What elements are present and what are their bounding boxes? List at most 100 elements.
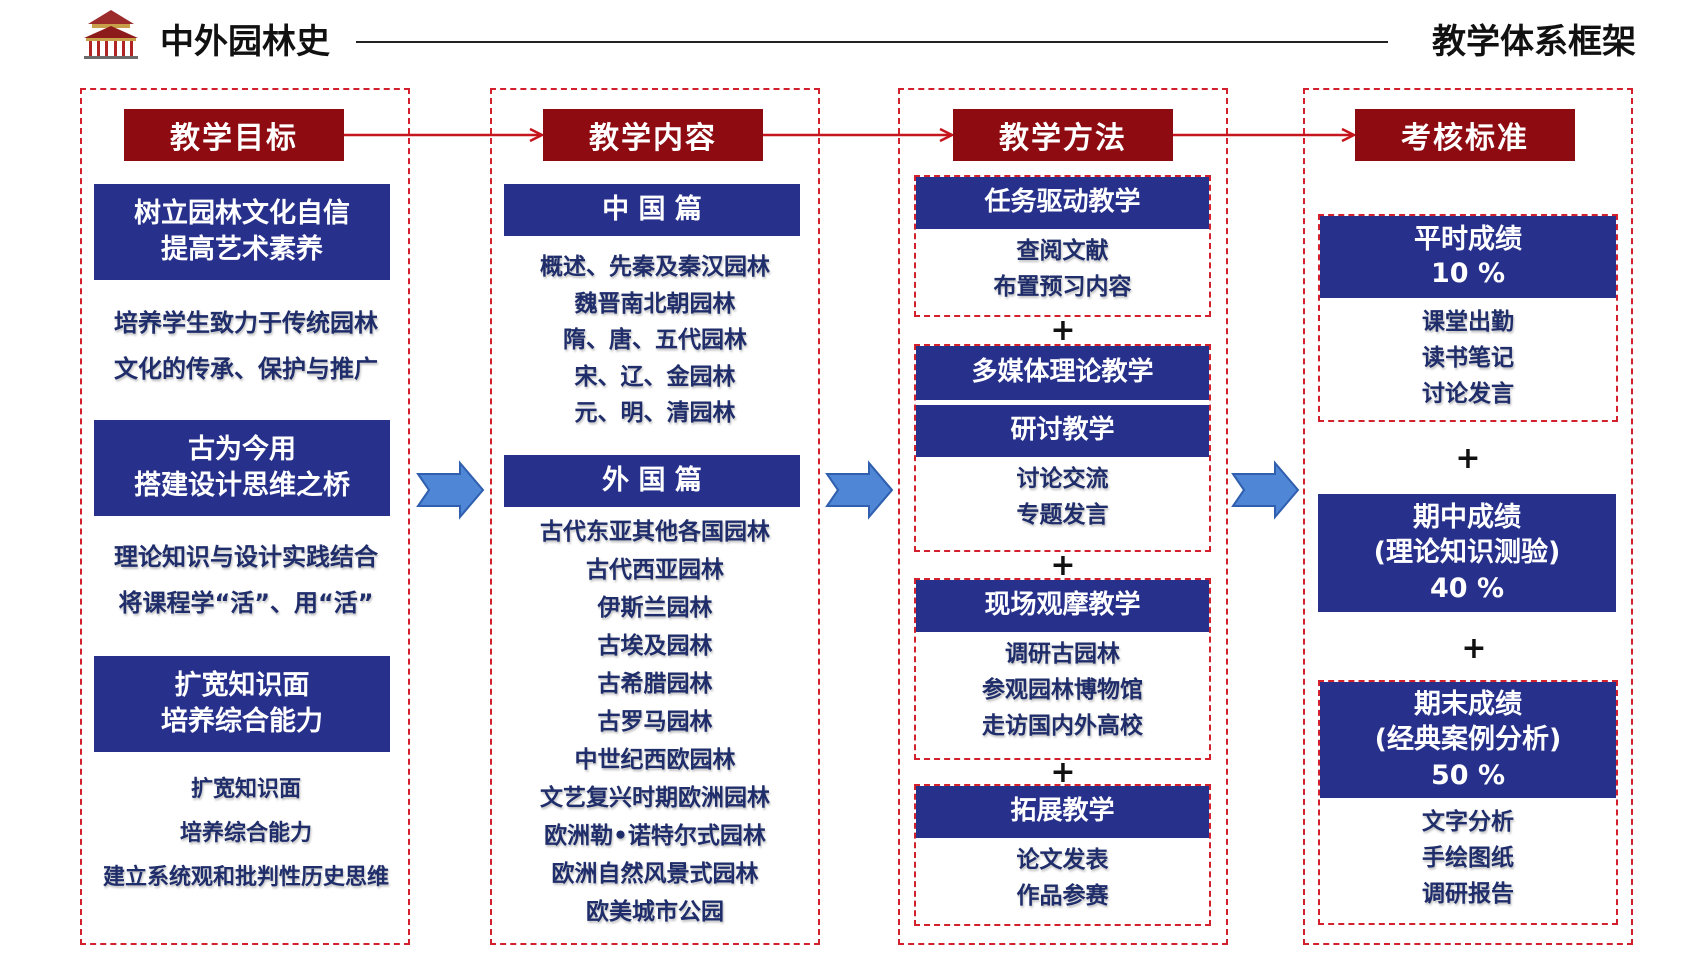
- list-item: 手绘图纸: [1422, 845, 1514, 871]
- goal-culture-line1: 树立园林文化自信: [134, 197, 350, 229]
- goal-culture-details: 培养学生致力于传统园林 文化的传承、保护与推广: [84, 300, 408, 392]
- grade-weight: 40 %: [1429, 572, 1505, 604]
- seminar-header: 研讨教学: [916, 405, 1209, 457]
- list-item: 宋、辽、金园林: [574, 363, 736, 390]
- goal-ability-line2: 培养综合能力: [161, 706, 323, 737]
- detail-line: 理论知识与设计实践结合: [114, 543, 378, 571]
- content-column: [490, 88, 820, 945]
- list-item: 走访国内外高校: [982, 713, 1143, 739]
- list-item: 布置预习内容: [993, 274, 1132, 300]
- detail-line: 培养综合能力: [179, 821, 312, 846]
- list-item: 伊斯兰园林: [597, 595, 713, 621]
- extension-card: 拓展教学 论文发表 作品参赛: [914, 784, 1211, 926]
- extension-list: 论文发表 作品参赛: [916, 838, 1209, 914]
- framework-title: 教学体系框架: [1432, 22, 1636, 62]
- list-item: 论文发表: [1016, 847, 1109, 873]
- china-section-list: 概述、先秦及秦汉园林 魏晋南北朝园林 隋、唐、五代园林 宋、辽、金园林 元、明、…: [494, 249, 816, 432]
- list-item: 文艺复兴时期欧洲园林: [540, 785, 770, 811]
- task-driven-header: 任务驱动教学: [916, 177, 1209, 229]
- detail-line: 建立系统观和批判性历史思维: [102, 865, 389, 890]
- grade-label: 平时成绩: [1414, 224, 1522, 256]
- foreign-section-header: 外 国 篇: [504, 455, 800, 507]
- extension-header: 拓展教学: [916, 786, 1209, 838]
- final-grade-card: 期末成绩 (经典案例分析) 50 % 文字分析 手绘图纸 调研报告: [1318, 680, 1618, 925]
- stage-content: 教学内容: [543, 109, 763, 161]
- list-item: 欧美城市公园: [586, 899, 724, 925]
- list-item: 查阅文献: [1016, 238, 1109, 264]
- multimedia-header: 多媒体理论教学: [916, 346, 1209, 400]
- list-item: 魏晋南北朝园林: [574, 290, 736, 317]
- list-item: 元、明、清园林: [574, 400, 736, 426]
- chevron-right-icon: [825, 460, 894, 520]
- goal-ability-line1: 扩宽知识面: [174, 669, 310, 701]
- list-item: 隋、唐、五代园林: [563, 327, 747, 353]
- objectives-column: [80, 88, 410, 945]
- list-item: 古罗马园林: [597, 709, 713, 735]
- list-item: 读书笔记: [1422, 345, 1514, 371]
- list-item: 古代东亚其他各国园林: [540, 519, 770, 545]
- final-grade-header: 期末成绩 (经典案例分析) 50 %: [1320, 682, 1616, 798]
- methods-column: [898, 88, 1228, 945]
- list-item: 古代西亚园林: [586, 557, 724, 583]
- detail-line: 将课程学“活”、用“活”: [118, 589, 374, 617]
- list-item: 调研古园林: [1005, 641, 1120, 667]
- chevron-right-icon: [1231, 460, 1300, 520]
- detail-line: 文化的传承、保护与推广: [114, 355, 378, 383]
- assessment-column: [1303, 88, 1633, 945]
- list-item: 概述、先秦及秦汉园林: [540, 254, 770, 280]
- plus-sign: +: [1050, 313, 1076, 348]
- midterm-grade-box: 期中成绩 (理论知识测验) 40 %: [1318, 494, 1616, 612]
- detail-line: 扩宽知识面: [190, 777, 301, 802]
- list-item: 调研报告: [1422, 881, 1514, 907]
- stage-objectives: 教学目标: [124, 109, 344, 161]
- list-item: 专题发言: [1016, 502, 1109, 528]
- course-title: 中外园林史: [160, 22, 330, 62]
- regular-grade-list: 课堂出勤 读书笔记 讨论发言: [1320, 298, 1616, 412]
- grade-weight: 50 %: [1430, 759, 1506, 791]
- goal-design-line1: 古为今用: [188, 433, 296, 465]
- grade-label: 期中成绩: [1413, 502, 1521, 534]
- chevron-right-icon: [416, 460, 485, 520]
- list-item: 课堂出勤: [1422, 309, 1514, 335]
- grade-weight: 10 %: [1430, 258, 1506, 289]
- task-driven-card: 任务驱动教学 查阅文献 布置预习内容: [914, 175, 1211, 317]
- plus-sign: +: [1461, 631, 1487, 666]
- field-observation-header: 现场观摩教学: [916, 580, 1209, 632]
- field-observation-list: 调研古园林 参观园林博物馆 走访国内外高校: [916, 632, 1209, 744]
- plus-sign: +: [1050, 548, 1076, 583]
- goal-design-details: 理论知识与设计实践结合 将课程学“活”、用“活”: [84, 534, 408, 626]
- goal-culture-box: 树立园林文化自信 提高艺术素养: [94, 184, 390, 280]
- regular-grade-header: 平时成绩 10 %: [1320, 216, 1616, 298]
- stage-methods: 教学方法: [953, 109, 1173, 161]
- china-section-header: 中 国 篇: [504, 184, 800, 236]
- regular-grade-card: 平时成绩 10 % 课堂出勤 读书笔记 讨论发言: [1318, 214, 1618, 422]
- list-item: 欧洲自然风景式园林: [551, 861, 759, 887]
- stage-assessment: 考核标准: [1355, 109, 1575, 161]
- list-item: 古埃及园林: [597, 633, 713, 659]
- final-grade-list: 文字分析 手绘图纸 调研报告: [1320, 798, 1616, 912]
- list-item: 中世纪西欧园林: [574, 747, 736, 773]
- goal-design-line2: 搭建设计思维之桥: [134, 470, 350, 501]
- seminar-list: 讨论交流 专题发言: [916, 457, 1209, 533]
- task-driven-list: 查阅文献 布置预习内容: [916, 229, 1209, 305]
- grade-label: 期末成绩: [1414, 689, 1522, 721]
- goal-ability-details: 扩宽知识面 培养综合能力 建立系统观和批判性历史思维: [84, 768, 408, 900]
- detail-line: 培养学生致力于传统园林: [114, 309, 378, 337]
- header-divider: [356, 41, 1388, 43]
- field-observation-card: 现场观摩教学 调研古园林 参观园林博物馆 走访国内外高校: [914, 578, 1211, 760]
- plus-sign: +: [1455, 441, 1481, 476]
- grade-note: (理论知识测验): [1373, 537, 1561, 569]
- list-item: 讨论交流: [1016, 466, 1109, 492]
- list-item: 文字分析: [1422, 809, 1514, 835]
- list-item: 作品参赛: [1016, 883, 1109, 909]
- pavilion-icon: [80, 8, 142, 60]
- plus-sign: +: [1050, 755, 1076, 790]
- goal-design-box: 古为今用 搭建设计思维之桥: [94, 420, 390, 516]
- foreign-section-list: 古代东亚其他各国园林 古代西亚园林 伊斯兰园林 古埃及园林 古希腊园林 古罗马园…: [494, 513, 816, 931]
- list-item: 参观园林博物馆: [982, 677, 1143, 703]
- multimedia-seminar-card: 多媒体理论教学 研讨教学 讨论交流 专题发言: [914, 344, 1211, 552]
- list-item: 古希腊园林: [597, 671, 713, 697]
- goal-culture-line2: 提高艺术素养: [161, 234, 323, 265]
- grade-note: (经典案例分析): [1374, 724, 1562, 756]
- list-item: 讨论发言: [1422, 381, 1514, 407]
